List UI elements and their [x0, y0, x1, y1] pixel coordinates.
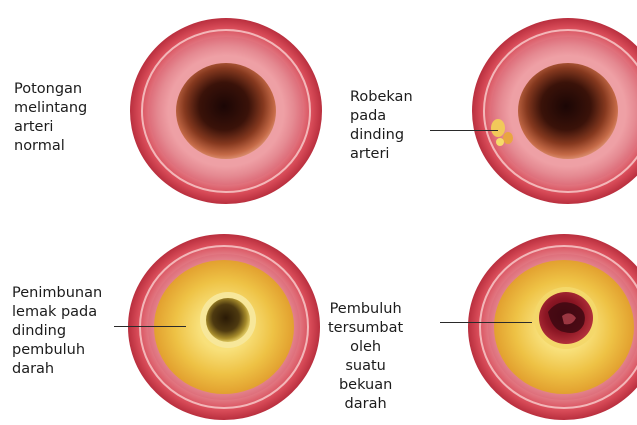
- torn-artery-cross-section: [470, 16, 637, 206]
- leader-line-clot: [440, 322, 532, 323]
- leader-line-fat: [114, 326, 186, 327]
- label-fat-buildup: Penimbunan lemak pada dinding pembuluh d…: [12, 284, 102, 379]
- normal-artery-cross-section: [128, 16, 324, 206]
- leader-line-tear: [430, 130, 498, 131]
- label-normal-artery: Potongan melintang arteri normal: [14, 80, 87, 156]
- clotted-artery-cross-section: [466, 232, 637, 422]
- label-artery-tear: Robekan pada dinding arteri: [350, 88, 413, 164]
- label-clot-blockage: Pembuluh tersumbat oleh suatu bekuan dar…: [328, 300, 403, 414]
